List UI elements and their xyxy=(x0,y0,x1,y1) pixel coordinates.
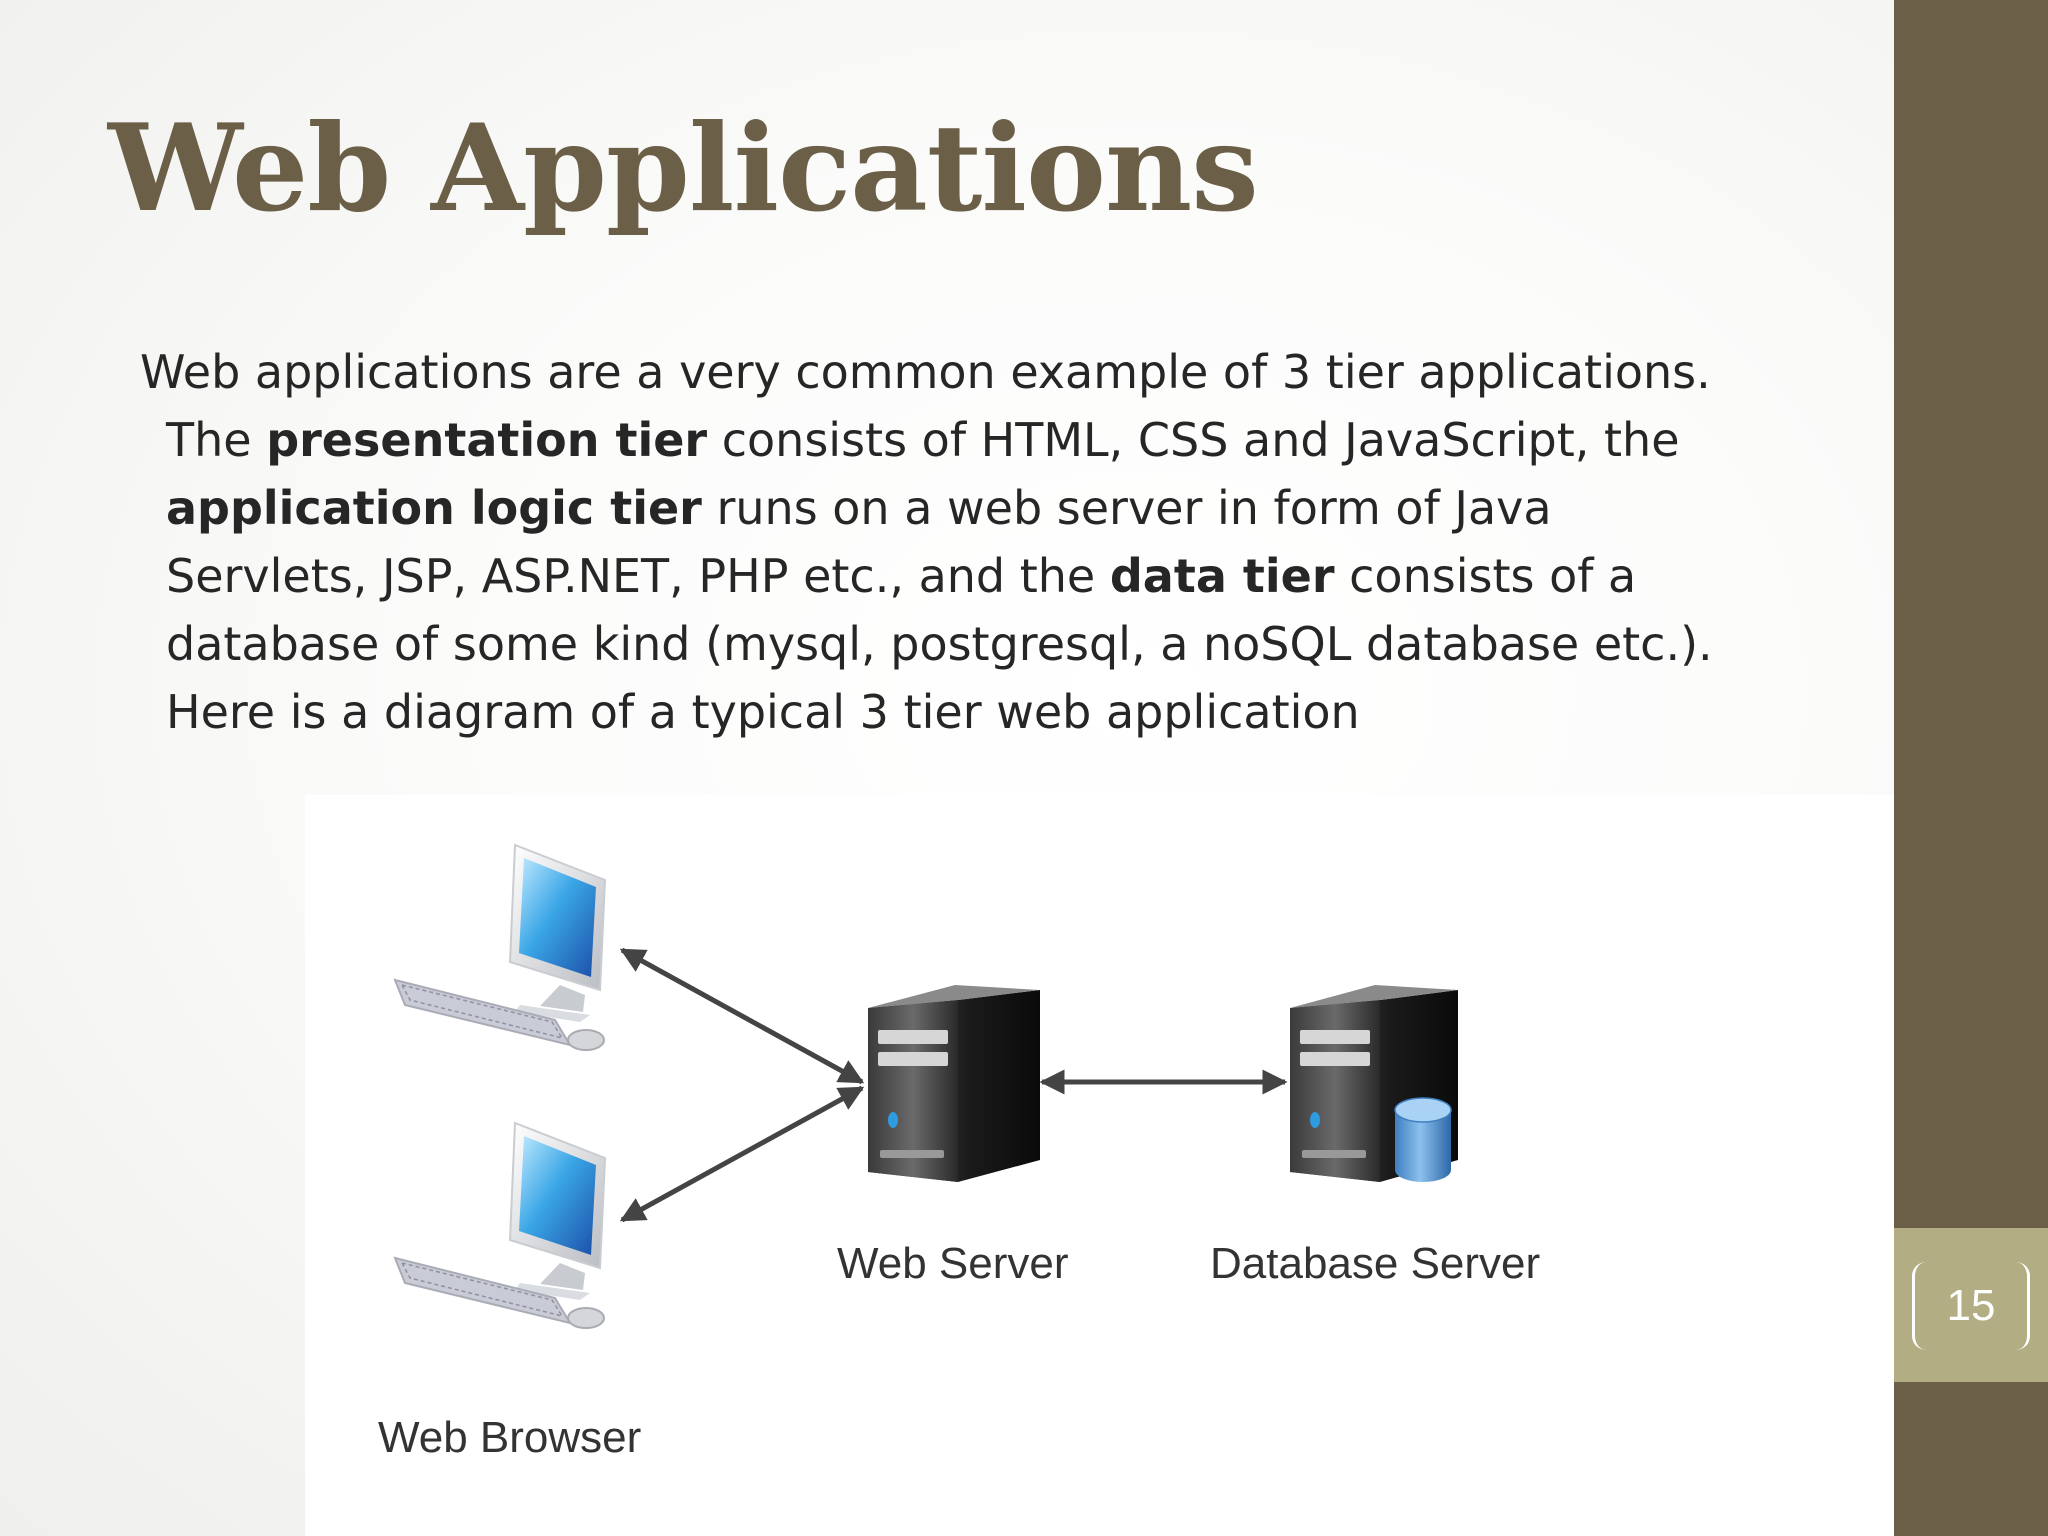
web-server-icon xyxy=(868,985,1040,1182)
body-intro: Web applications are a very common examp… xyxy=(140,345,1711,467)
term-presentation-tier: presentation tier xyxy=(266,413,708,467)
label-web-browser: Web Browser xyxy=(378,1413,641,1462)
slide-title: Web Applications xyxy=(108,98,1259,239)
arrow-client2-webserver xyxy=(619,1085,865,1223)
database-cylinder-icon xyxy=(1394,1097,1452,1182)
body-mid-2: runs on a web server in form of Java Ser… xyxy=(166,481,1552,603)
arrow-client1-webserver xyxy=(619,947,865,1085)
database-server-icon xyxy=(1290,985,1458,1182)
page-number-bracket xyxy=(1912,1262,2030,1350)
body-tail: consists of a database of some kind (mys… xyxy=(166,549,1713,739)
body-paragraph: Web applications are a very common examp… xyxy=(140,338,1746,746)
page-number-tab xyxy=(1894,1228,2048,1382)
body-mid-1: consists of HTML, CSS and JavaScript, th… xyxy=(707,413,1680,467)
page-number: 15 xyxy=(1946,1281,1996,1330)
client-computer-1-icon xyxy=(393,843,607,1051)
label-database-server: Database Server xyxy=(1210,1239,1540,1288)
client-computer-2-icon xyxy=(393,1121,607,1329)
term-application-logic-tier: application logic tier xyxy=(166,481,702,535)
label-web-server: Web Server xyxy=(837,1239,1069,1288)
term-data-tier: data tier xyxy=(1109,549,1335,603)
three-tier-diagram: Web Server Database Server Web Browser xyxy=(378,843,1540,1462)
